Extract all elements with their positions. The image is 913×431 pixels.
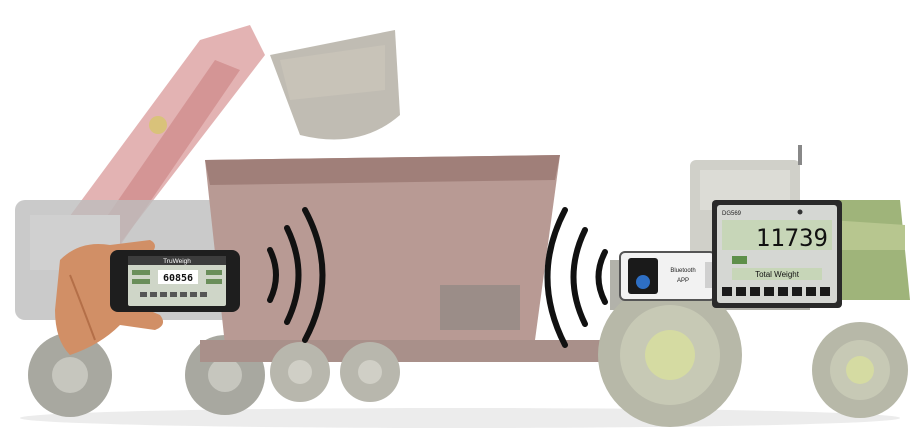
tractor-rear-wheel-hub bbox=[645, 330, 695, 380]
indicator-key-4 bbox=[764, 287, 774, 296]
indicator-key-1 bbox=[722, 287, 732, 296]
indicator-faceplate bbox=[717, 205, 837, 303]
indicator-key-5 bbox=[778, 287, 788, 296]
signal-wave-5 bbox=[574, 230, 586, 324]
indicator-key-3 bbox=[750, 287, 760, 296]
handheld-softkey-1 bbox=[132, 270, 150, 275]
wagon-wheel-hub bbox=[288, 360, 312, 384]
wagon-chassis bbox=[200, 340, 620, 362]
hydraulic-joint bbox=[149, 116, 167, 134]
handheld-button-row bbox=[140, 292, 207, 297]
wagon-wheel-hub-rear bbox=[358, 360, 382, 384]
module-model: APP bbox=[677, 278, 689, 284]
handheld-device: TruWeigh 60856 bbox=[110, 250, 240, 312]
loader-wheel-hub-rear bbox=[208, 358, 242, 392]
indicator-key-2 bbox=[736, 287, 746, 296]
indicator-readout: 11739 bbox=[756, 224, 828, 252]
indicator-key-6 bbox=[792, 287, 802, 296]
bluetooth-icon bbox=[636, 275, 650, 289]
weight-indicator: DG569 11739 Total Weight bbox=[712, 200, 842, 308]
handheld-softkey-4 bbox=[206, 279, 222, 284]
module-brand: Bluetooth bbox=[670, 268, 695, 274]
handheld-softkey-2 bbox=[132, 279, 150, 284]
indicator-mode-label: Total Weight bbox=[755, 270, 800, 279]
wagon-discharge bbox=[440, 285, 520, 330]
handheld-softkey-3 bbox=[206, 270, 222, 275]
ground-shadow bbox=[20, 408, 900, 428]
signal-wave-6 bbox=[548, 210, 566, 345]
wagon-rim bbox=[205, 155, 560, 185]
signal-waves-right bbox=[548, 210, 606, 345]
handheld-title: TruWeigh bbox=[163, 258, 191, 265]
indicator-logo-icon bbox=[798, 210, 803, 215]
indicator-key-7 bbox=[806, 287, 816, 296]
signal-wave-4 bbox=[599, 252, 606, 302]
wireless-module: Bluetooth APP bbox=[620, 252, 717, 300]
handheld-readout: 60856 bbox=[163, 273, 193, 284]
loader-wheel-hub bbox=[52, 357, 88, 393]
indicator-status-led bbox=[732, 256, 747, 264]
indicator-key-8 bbox=[820, 287, 830, 296]
indicator-model: DG569 bbox=[722, 211, 742, 217]
tractor-front-wheel-hub bbox=[846, 356, 874, 384]
